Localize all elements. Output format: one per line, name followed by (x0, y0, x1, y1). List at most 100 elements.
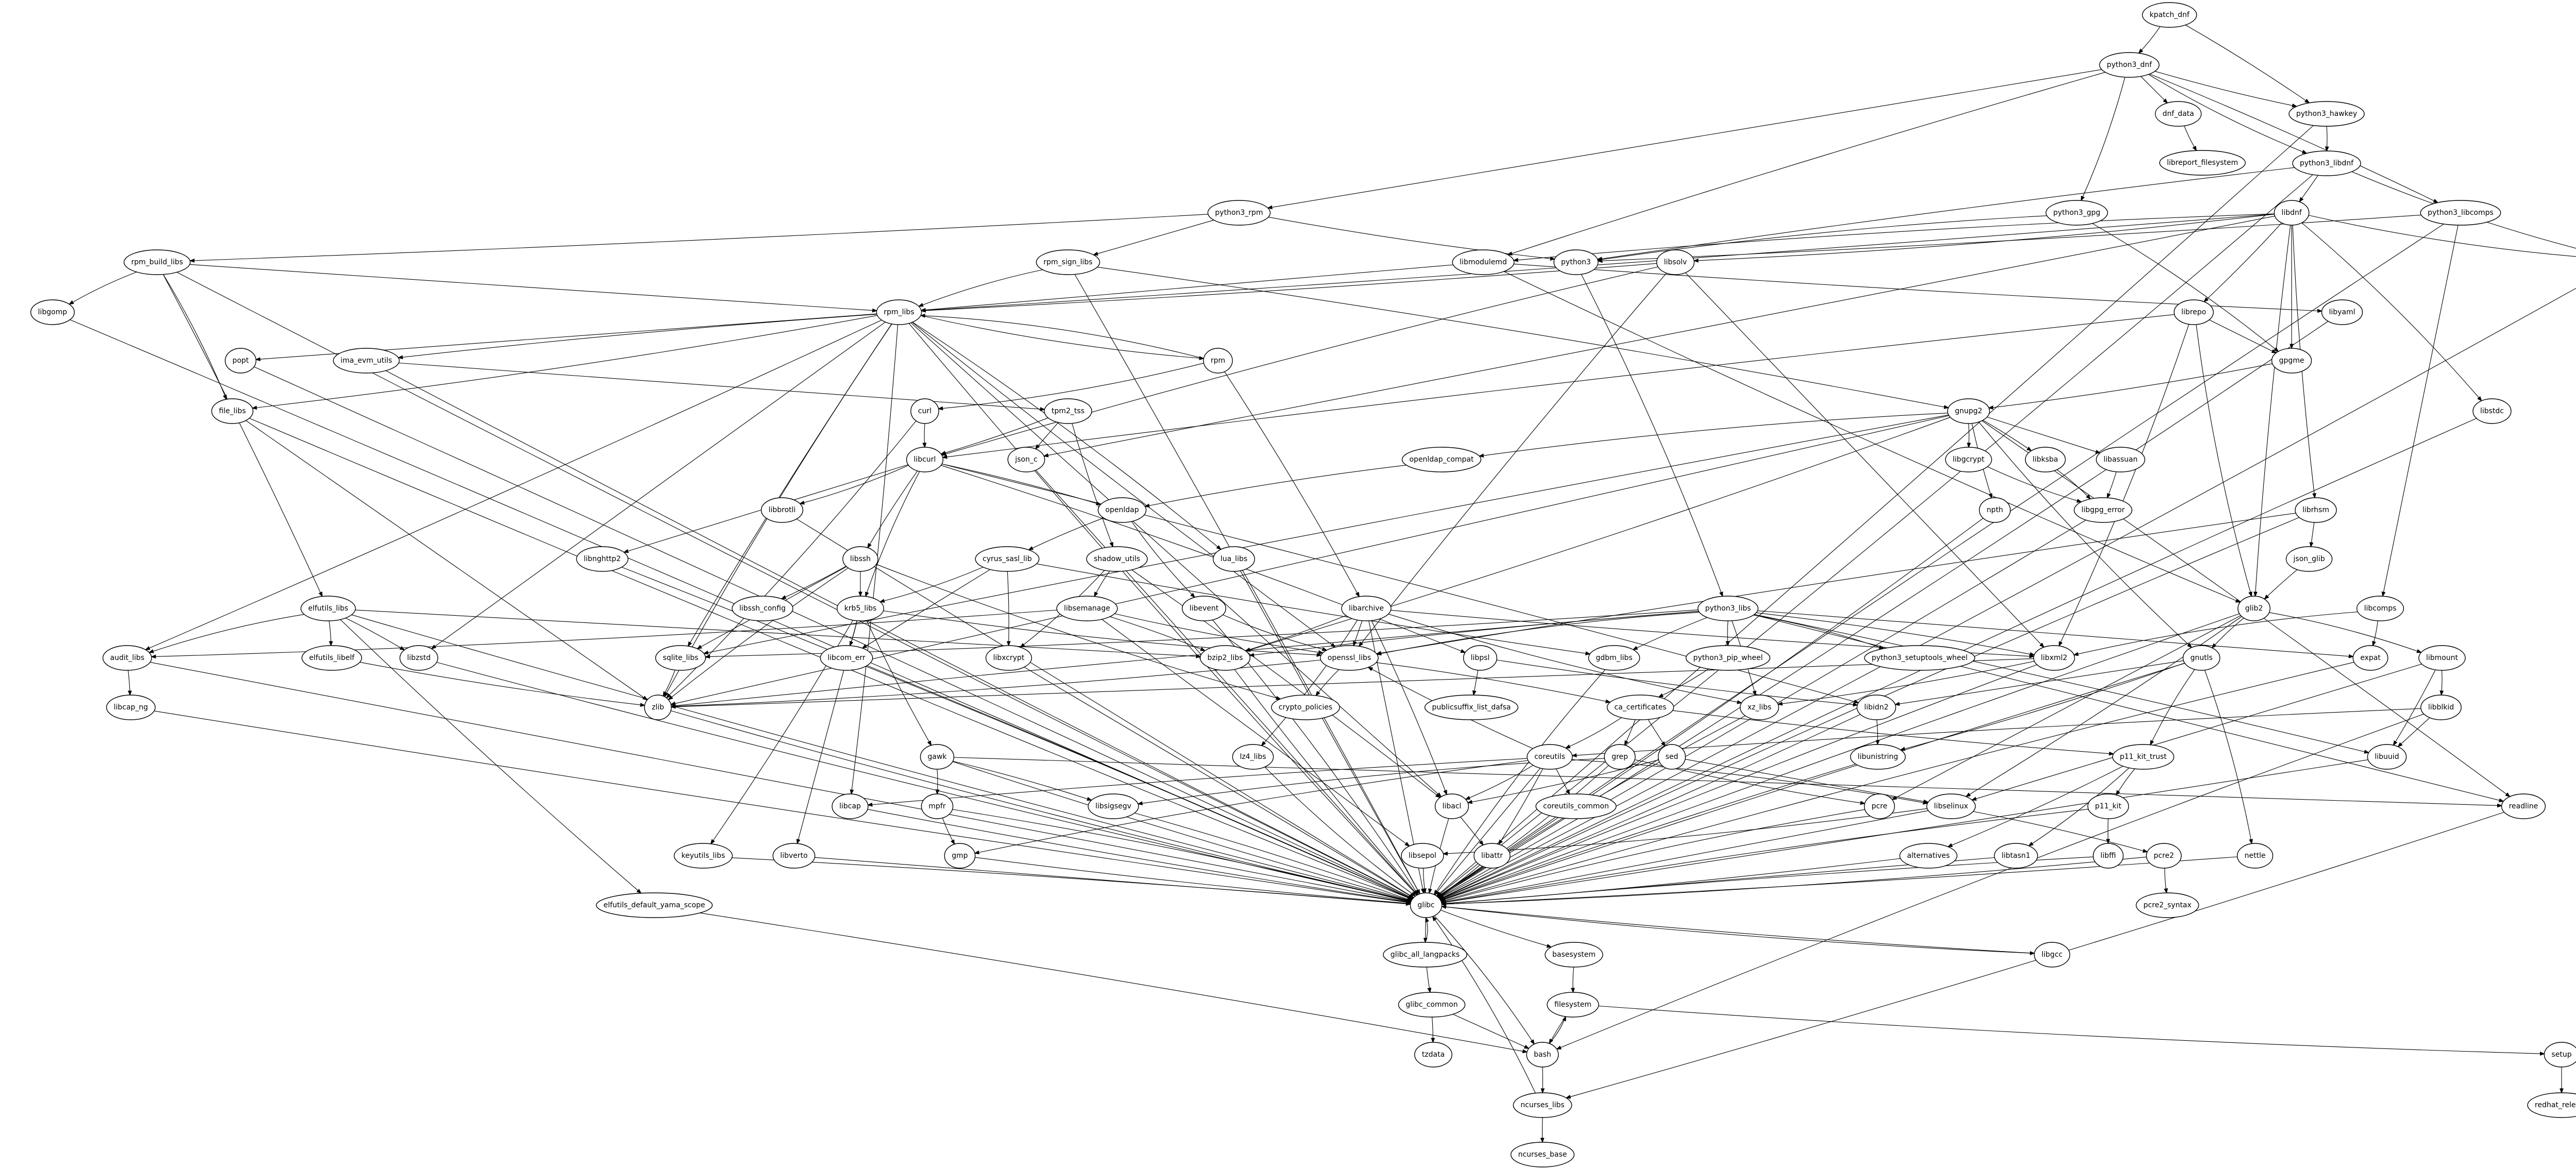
node-json_c[interactable] (1007, 447, 1045, 472)
node-libreport_filesystem[interactable] (2159, 150, 2246, 176)
node-libverto[interactable] (772, 843, 816, 869)
node-python3_rpm[interactable] (1207, 200, 1271, 226)
node-python3_libdnf[interactable] (2292, 150, 2361, 176)
node-libsigsegv[interactable] (1088, 793, 1139, 819)
node-libassuan[interactable] (2096, 447, 2145, 472)
node-libsemanage[interactable] (1056, 596, 1118, 621)
node-kpatch_dnf[interactable] (2142, 2, 2197, 28)
node-rpm_libs[interactable] (876, 299, 922, 325)
node-libgcrypt[interactable] (1945, 447, 1992, 472)
node-ncurses_libs[interactable] (1513, 1092, 1572, 1118)
node-libblkid[interactable] (2420, 695, 2462, 720)
node-libcom_err[interactable] (820, 645, 873, 671)
node-python3_gpg[interactable] (2045, 200, 2108, 226)
node-rpm_sign_libs[interactable] (1036, 249, 1100, 275)
node-ncurses_base[interactable] (1510, 1142, 1575, 1167)
node-libxcrypt[interactable] (985, 645, 1032, 671)
node-libffi[interactable] (2093, 843, 2124, 869)
node-python3_libcomps[interactable] (2420, 200, 2501, 226)
node-python3[interactable] (1553, 249, 1599, 275)
node-gnupg2[interactable] (1947, 398, 1990, 424)
node-publicsuffix_list_dafsa[interactable] (1424, 695, 1519, 720)
node-libunistring[interactable] (1850, 744, 1906, 770)
node-python3_hawkey[interactable] (2289, 101, 2365, 127)
node-libcap_ng[interactable] (106, 695, 156, 720)
node-zlib[interactable] (644, 695, 672, 720)
node-mpfr[interactable] (921, 793, 954, 819)
node-readline[interactable] (2501, 793, 2546, 819)
node-p11_kit[interactable] (2087, 793, 2129, 819)
node-glib2[interactable] (2238, 596, 2270, 621)
node-libevent[interactable] (1181, 596, 1226, 621)
node-audit_libs[interactable] (102, 645, 152, 671)
node-ima_evm_utils[interactable] (333, 348, 400, 374)
node-curl[interactable] (910, 398, 939, 424)
node-gdbm_libs[interactable] (1588, 645, 1640, 671)
node-libacl[interactable] (1434, 793, 1469, 819)
node-setup[interactable] (2544, 1042, 2576, 1068)
node-tpm2_tss[interactable] (1044, 398, 1092, 424)
node-tzdata[interactable] (1414, 1042, 1452, 1068)
node-libyaml[interactable] (2321, 299, 2363, 325)
node-python3_libs[interactable] (1697, 596, 1759, 621)
node-elfutils_libelf[interactable] (301, 645, 362, 671)
node-openssl_libs[interactable] (1320, 645, 1379, 671)
node-rpm[interactable] (1203, 348, 1233, 374)
node-libmount[interactable] (2418, 645, 2466, 671)
node-libgpg_error[interactable] (2074, 497, 2132, 523)
node-coreutils[interactable] (1527, 744, 1573, 770)
node-gmp[interactable] (944, 843, 976, 869)
node-libssh[interactable] (842, 546, 878, 572)
node-libbrotli[interactable] (760, 497, 804, 523)
node-pcre2[interactable] (2146, 843, 2182, 869)
node-libcomps[interactable] (2356, 596, 2404, 621)
node-libarchive[interactable] (1341, 596, 1392, 621)
node-librepo[interactable] (2174, 299, 2214, 325)
node-file_libs[interactable] (211, 398, 253, 424)
node-libdnf[interactable] (2274, 200, 2310, 226)
node-json_glib[interactable] (2285, 546, 2333, 572)
node-lua_libs[interactable] (1213, 546, 1255, 572)
node-libcap[interactable] (832, 793, 869, 819)
node-gpgme[interactable] (2271, 348, 2312, 374)
node-libksba[interactable] (2025, 447, 2066, 472)
node-libidn2[interactable] (1856, 695, 1896, 720)
node-xz_libs[interactable] (1739, 695, 1779, 720)
node-popt[interactable] (225, 348, 257, 374)
node-glibc_common[interactable] (1398, 992, 1466, 1018)
node-rpm_build_libs[interactable] (123, 249, 191, 275)
node-grep[interactable] (1604, 744, 1636, 770)
node-sed[interactable] (1657, 744, 1686, 770)
node-libnghttp2[interactable] (576, 546, 629, 572)
node-libsolv[interactable] (1656, 249, 1695, 275)
node-cyrus_sasl_lib[interactable] (975, 546, 1040, 572)
node-coreutils_common[interactable] (1535, 793, 1617, 819)
node-shadow_utils[interactable] (1086, 546, 1148, 572)
node-glibc[interactable] (1410, 892, 1443, 918)
node-libstdc[interactable] (2472, 398, 2512, 424)
node-nettle[interactable] (2236, 843, 2274, 869)
node-openldap[interactable] (1097, 497, 1147, 523)
node-elfutils_default_yama_scope[interactable] (596, 892, 713, 918)
node-alternatives[interactable] (1899, 843, 1958, 869)
node-p11_kit_trust[interactable] (2112, 744, 2175, 770)
node-glibc_all_langpacks[interactable] (1383, 942, 1467, 968)
node-pcre2_syntax[interactable] (2136, 892, 2199, 918)
node-libmodulemd[interactable] (1452, 249, 1515, 275)
node-libcurl[interactable] (906, 447, 944, 472)
node-librhsm[interactable] (2295, 497, 2337, 523)
node-libsepol[interactable] (1401, 843, 1444, 869)
node-sqlite_libs[interactable] (655, 645, 706, 671)
node-filesystem[interactable] (1547, 992, 1599, 1018)
node-dnf_data[interactable] (2155, 101, 2202, 127)
node-libtasn1[interactable] (1994, 843, 2038, 869)
node-gnutls[interactable] (2182, 645, 2221, 671)
node-ca_certificates[interactable] (1606, 695, 1674, 720)
node-libzstd[interactable] (399, 645, 438, 671)
node-libxml2[interactable] (2033, 645, 2075, 671)
node-redhat_release[interactable] (2527, 1092, 2576, 1118)
node-python3_setuptools_wheel[interactable] (1864, 645, 1975, 671)
node-keyutils_libs[interactable] (673, 843, 733, 869)
node-npth[interactable] (1979, 497, 2011, 523)
node-crypto_policies[interactable] (1271, 695, 1340, 720)
